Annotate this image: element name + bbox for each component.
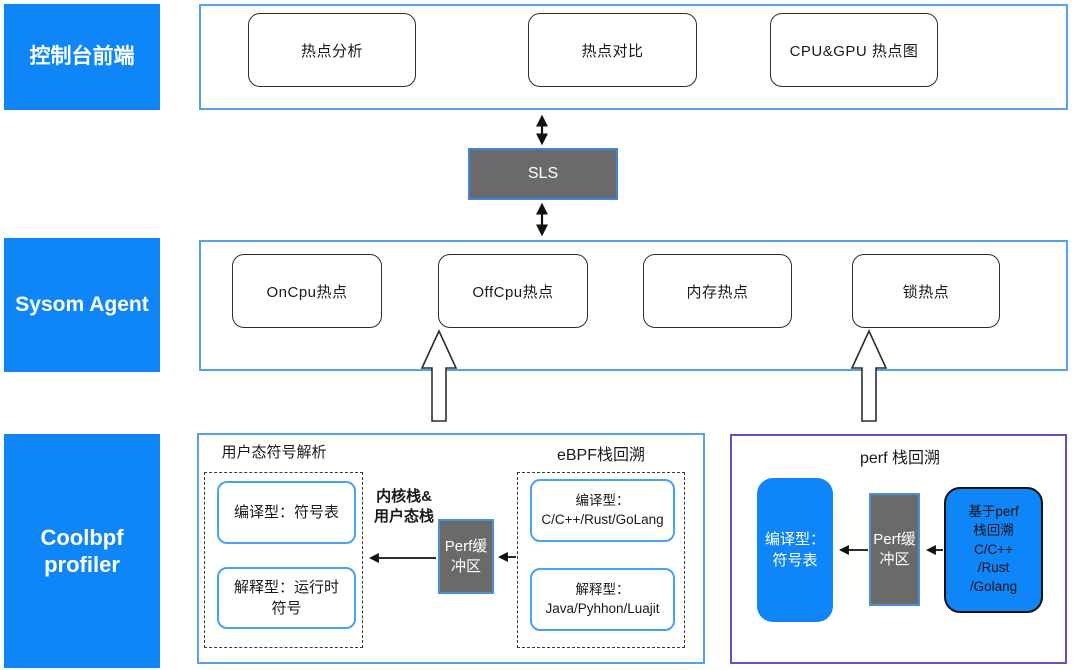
profiler-row-label: Coolbpf profiler	[4, 434, 160, 668]
box-ebpf-compiled-langs: 编译型： C/C++/Rust/GoLang	[530, 479, 675, 542]
box-perf-symbol-table: 编译型： 符号表	[757, 478, 833, 622]
box-ebpf-interpreted-langs: 解释型： Java/Pyhhon/Luajit	[530, 568, 675, 631]
agent-row-label: Sysom Agent	[4, 238, 160, 372]
kernel-user-stack-note: 内核栈& 用户态栈	[373, 488, 434, 526]
box-hotspot-compare: 热点对比	[528, 13, 697, 87]
user-symbol-title: 用户态符号解析	[221, 444, 327, 461]
box-oncpu-hotspot: OnCpu热点	[232, 254, 382, 328]
box-compiled-symbol-table: 编译型：符号表	[217, 481, 356, 544]
perf-buffer-box-left: Perf缓 冲区	[438, 519, 494, 594]
user-symbol-dashed-group: 编译型：符号表 解释型：运行时 符号	[204, 472, 363, 648]
frontend-row-label: 控制台前端	[4, 4, 160, 110]
perf-unwind-panel: perf 栈回溯 编译型： 符号表 Perf缓 冲区 基于perf 栈回溯 C/…	[730, 434, 1067, 664]
box-offcpu-hotspot: OffCpu热点	[438, 254, 588, 328]
box-lock-hotspot: 锁热点	[852, 254, 1000, 328]
box-hotspot-analysis: 热点分析	[248, 13, 416, 87]
perf-unwind-title: perf 栈回溯	[859, 450, 941, 467]
box-memory-hotspot: 内存热点	[643, 254, 792, 328]
ebpf-dashed-group: 编译型： C/C++/Rust/GoLang 解释型： Java/Pyhhon/…	[517, 472, 685, 648]
perf-buffer-box-right: Perf缓 冲区	[869, 493, 920, 606]
ebpf-title: eBPF栈回溯	[556, 447, 646, 464]
sls-box: SLS	[468, 148, 618, 200]
box-interpreted-runtime-symbol: 解释型：运行时 符号	[217, 567, 356, 629]
box-cpu-gpu-heatmap: CPU&GPU 热点图	[770, 13, 938, 87]
box-perf-stack-source: 基于perf 栈回溯 C/C++ /Rust /Golang	[944, 487, 1043, 613]
symbol-resolution-panel: 用户态符号解析 编译型：符号表 解释型：运行时 符号 内核栈& 用户态栈 Per…	[197, 433, 705, 664]
